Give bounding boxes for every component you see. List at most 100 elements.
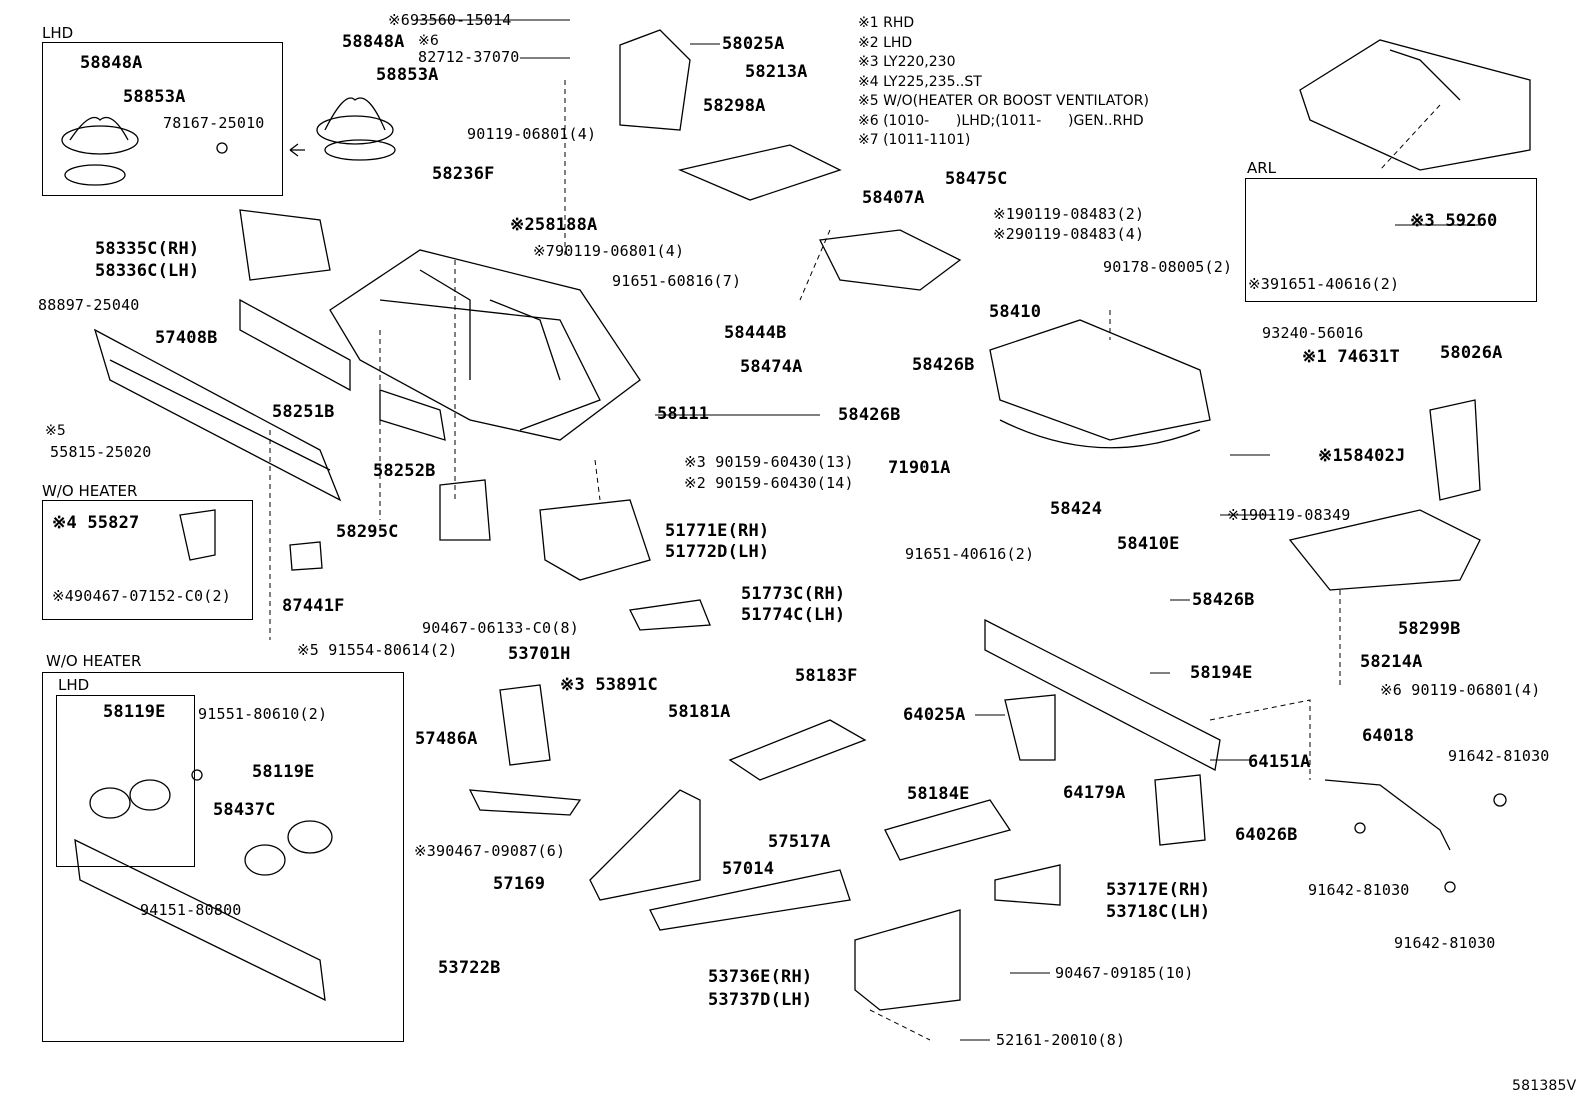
wo-heater-inset-1 (42, 500, 253, 620)
part-label: 91642-81030 (1308, 881, 1410, 899)
part-label: ※6 (418, 33, 440, 49)
dashed-lines (269, 80, 1441, 1041)
front-panel-illustration (539, 499, 711, 631)
part-label: 57169 (493, 874, 546, 894)
note-4: ※4 LY225,235..ST (858, 73, 982, 90)
note-3: ※3 LY220,230 (858, 54, 956, 70)
part-label: 58853A (123, 87, 186, 107)
part-label: 91642-81030 (1448, 747, 1550, 765)
arl-inset-box (1245, 178, 1537, 302)
part-label: 58410 (989, 302, 1042, 322)
diagram-code: 581385V (1512, 1078, 1577, 1094)
part-label: ※5 91554-80614(2) (297, 641, 458, 659)
part-label: 58848A (342, 32, 405, 52)
part-label: 53722B (438, 958, 501, 978)
part-label: 91642-81030 (1394, 934, 1496, 952)
boot-illustration-main (289, 97, 396, 161)
part-label: 58407A (862, 188, 925, 208)
part-label: 58214A (1360, 652, 1423, 672)
part-label: ※3 90159-60430(13) (684, 453, 854, 471)
part-label: 87441F (282, 596, 345, 616)
part-label: 78167-25010 (163, 114, 265, 132)
leader-lines (415, 19, 1480, 1041)
part-label: 53737D(LH) (708, 990, 813, 1010)
part-label: 58119E (103, 702, 166, 722)
note-6: ※6 (1010- )LHD;(1011- )GEN..RHD (858, 112, 1144, 129)
wo-heater-title-2: W/O HEATER (46, 652, 142, 670)
lhd-inset-title: LHD (42, 24, 74, 42)
part-label: 51774C(LH) (741, 605, 846, 625)
part-label: 58299B (1398, 619, 1461, 639)
note-1: ※1 RHD (858, 15, 915, 31)
part-label: 55815-25020 (50, 443, 152, 461)
part-label: 58252B (373, 461, 436, 481)
part-label: 52161-20010(8) (996, 1031, 1126, 1049)
part-label: 91651-40616(2) (905, 545, 1035, 563)
part-label: ※3 53891C (560, 675, 658, 695)
part-label: ※2 90159-60430(14) (684, 474, 854, 492)
part-label: 58119E (252, 762, 315, 782)
part-label: 58410E (1117, 534, 1180, 554)
part-label: ※190119-08349 (1227, 506, 1351, 524)
part-label: 58295C (336, 522, 399, 542)
wo-heater-title-1: W/O HEATER (42, 482, 138, 500)
part-label: 58426B (1192, 590, 1255, 610)
part-label: 58236F (432, 164, 495, 184)
part-label: 58298A (703, 96, 766, 116)
part-label: 64025A (903, 705, 966, 725)
brace-64018-illustration (1324, 779, 1507, 893)
part-label: 58424 (1050, 499, 1103, 519)
part-label: 57014 (722, 859, 775, 879)
part-label: 64026B (1235, 825, 1298, 845)
crossmember-illustration (93, 328, 342, 502)
part-label: 93240-56016 (1262, 324, 1364, 342)
part-label: 58437C (213, 800, 276, 820)
arl-inset-title: ARL (1247, 159, 1277, 177)
crossmember-64151A-illustration (984, 618, 1221, 846)
part-label: 71901A (888, 458, 951, 478)
part-label: 58336C(LH) (95, 261, 200, 281)
part-label: 58848A (80, 53, 143, 73)
part-label: 88897-25040 (38, 296, 140, 314)
small-parts (179, 29, 842, 766)
notes-legend: ※1 RHD ※2 LHD ※3 LY220,230 ※4 LY225,235.… (858, 14, 1149, 151)
part-label: 53736E(RH) (708, 967, 813, 987)
part-label: 91651-60816(7) (612, 272, 742, 290)
note-5: ※5 W/O(HEATER OR BOOST VENTILATOR) (858, 93, 1149, 109)
part-label: 64179A (1063, 783, 1126, 803)
note-7: ※7 (1011-1101) (858, 132, 971, 148)
wo-heater-inset-2 (42, 672, 404, 1042)
part-label: ※693560-15014 (388, 11, 512, 29)
cover-illustration (854, 799, 1061, 1011)
part-label: 53717E(RH) (1106, 880, 1211, 900)
part-label: ※3 59260 (1410, 211, 1498, 231)
part-label: 58025A (722, 34, 785, 54)
part-label: ※490467-07152-C0(2) (52, 587, 231, 605)
part-label: 58426B (912, 355, 975, 375)
part-label: 57486A (415, 729, 478, 749)
part-label: 58213A (745, 62, 808, 82)
rail-illustration (468, 719, 867, 931)
part-label: 51771E(RH) (665, 521, 770, 541)
part-label: 58194E (1190, 663, 1253, 683)
part-label: ※258188A (510, 215, 598, 235)
part-label: 58026A (1440, 343, 1503, 363)
part-label: 58426B (838, 405, 901, 425)
part-label: ※790119-06801(4) (533, 242, 685, 260)
part-label: ※391651-40616(2) (1248, 275, 1400, 293)
part-label: 91551-80610(2) (198, 705, 328, 723)
part-label: ※1 74631T (1302, 347, 1400, 367)
part-label: 51773C(RH) (741, 584, 846, 604)
part-label: 58111 (657, 404, 710, 424)
part-label: ※6 90119-06801(4) (1380, 681, 1541, 699)
lhd-inner-box (56, 695, 195, 867)
part-label: 57408B (155, 328, 218, 348)
part-label: ※158402J (1318, 446, 1406, 466)
boot-illustration-lhd (61, 116, 228, 186)
part-label: 64151A (1248, 752, 1311, 772)
part-label: 58474A (740, 357, 803, 377)
part-label: 58183F (795, 666, 858, 686)
note-2: ※2 LHD (858, 34, 913, 51)
